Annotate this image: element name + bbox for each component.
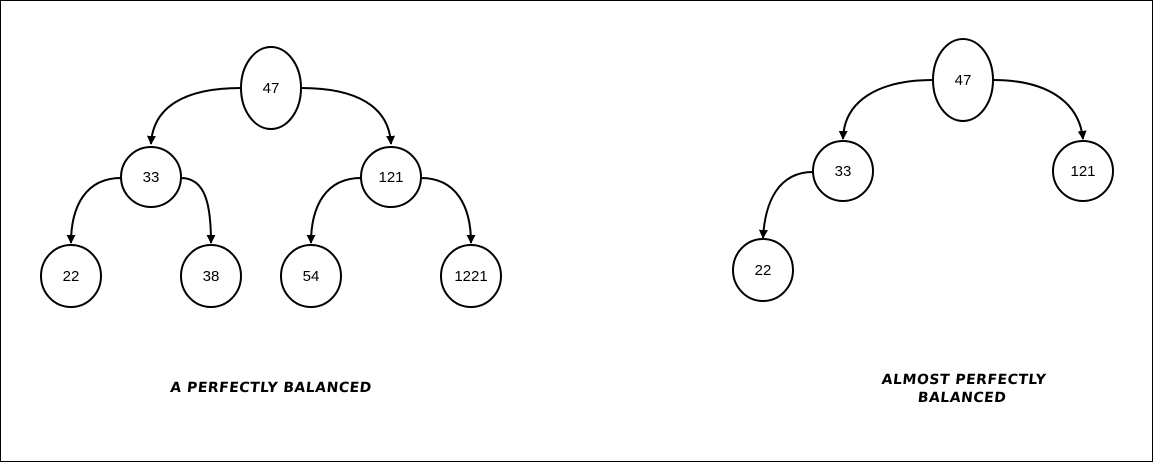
node-label: 33 [835, 163, 852, 180]
edge-33-22 [66, 177, 122, 244]
caption-almost-perfectly-balanced: ALMOST PERFECTLY BALANCED [861, 371, 1065, 407]
node-label: 22 [755, 262, 772, 279]
node-label: 47 [955, 72, 972, 89]
edge-47-121 [992, 79, 1087, 140]
tree-node: 33 [120, 146, 182, 208]
caption-line: BALANCED [916, 390, 1008, 406]
tree-node: 22 [732, 238, 794, 302]
node-label: 121 [378, 169, 403, 186]
node-label: 47 [263, 80, 280, 97]
node-label: 1221 [454, 268, 487, 285]
edge-47-33 [146, 87, 242, 145]
edge-47-33 [838, 79, 934, 140]
edge-121-1221 [420, 177, 476, 244]
node-label: 54 [303, 268, 320, 285]
tree-node: 22 [40, 244, 102, 308]
edge-121-54 [306, 177, 362, 244]
node-label: 38 [203, 268, 220, 285]
tree-node: 121 [360, 146, 422, 208]
tree-node: 47 [240, 46, 302, 130]
node-label: 121 [1070, 163, 1095, 180]
edge-47-121 [300, 87, 396, 145]
tree-node: 54 [280, 244, 342, 308]
tree-node: 47 [932, 38, 994, 122]
tree-node: 1221 [440, 244, 502, 308]
caption-line: ALMOST PERFECTLY [880, 372, 1048, 388]
node-label: 22 [63, 268, 80, 285]
edge-33-38 [180, 177, 216, 244]
edge-33-22 [758, 171, 814, 239]
caption-line: A PERFECTLY BALANCED [169, 380, 373, 396]
tree-node: 33 [812, 140, 874, 202]
tree-node: 38 [180, 244, 242, 308]
tree-almost-perfectly-balanced: 47 33 121 22 [732, 38, 1114, 302]
tree-perfectly-balanced: 47 33 121 22 38 54 [40, 46, 502, 308]
tree-node: 121 [1052, 140, 1114, 202]
node-label: 33 [143, 169, 160, 186]
caption-perfectly-balanced: A PERFECTLY BALANCED [120, 379, 422, 397]
